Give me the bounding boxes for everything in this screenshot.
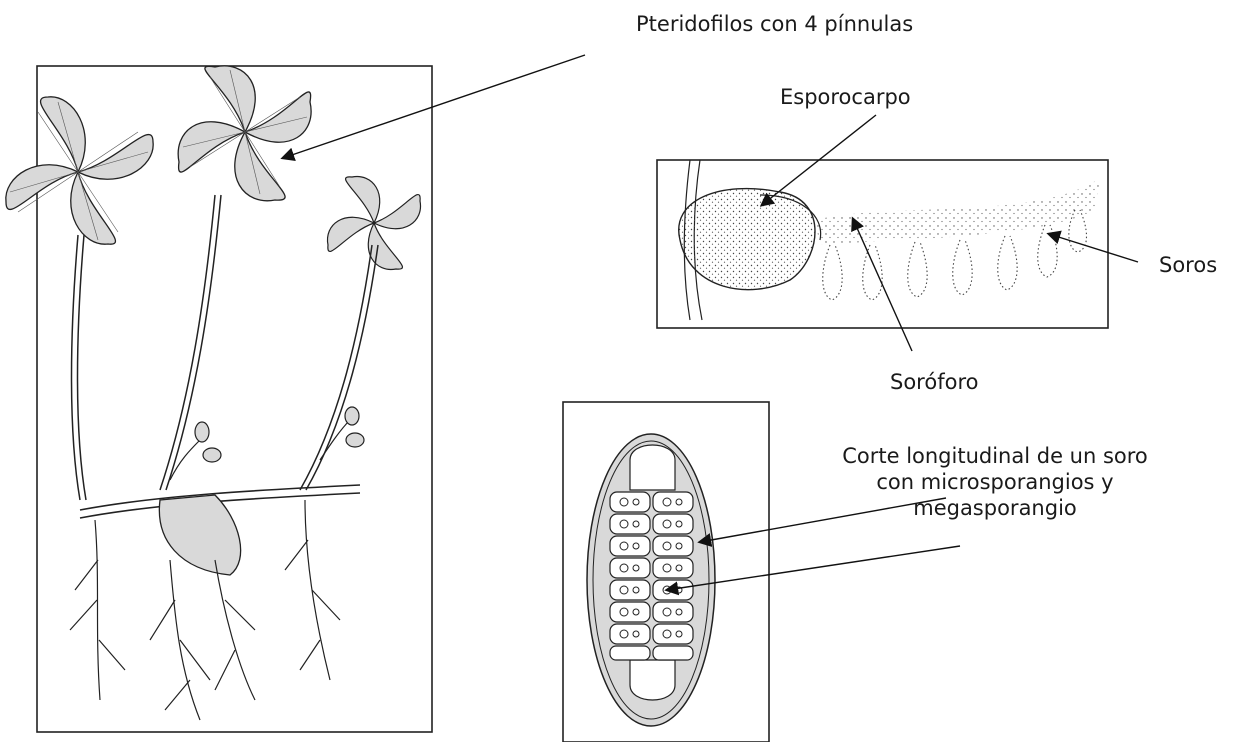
leaf-cluster-middle [178,66,311,201]
label-soroforo: Soróforo [890,369,978,395]
label-esporocarpo: Esporocarpo [780,84,911,110]
label-pteridofilos: Pteridofilos con 4 pínnulas [636,11,913,37]
label-corte-longitudinal: Corte longitudinal de un soro con micros… [800,443,1190,521]
label-soros: Soros [1159,252,1217,278]
sorophore [815,178,1100,245]
sporocarp-body [679,189,815,290]
plant-sporocarps [170,407,364,480]
arrow-pteridofilos [283,55,585,158]
leaf-cluster-right [327,176,420,269]
label-corte-line-3: megasporangio [800,495,1190,521]
arrow-soros [1049,234,1138,262]
label-corte-line-2: con microsporangios y [800,469,1190,495]
tuber [159,495,240,575]
label-corte-line-1: Corte longitudinal de un soro [800,443,1190,469]
plant-panel [6,66,432,732]
section-panel [563,402,769,742]
leaf-cluster-left [6,97,153,244]
sporocarp-panel [657,160,1108,328]
